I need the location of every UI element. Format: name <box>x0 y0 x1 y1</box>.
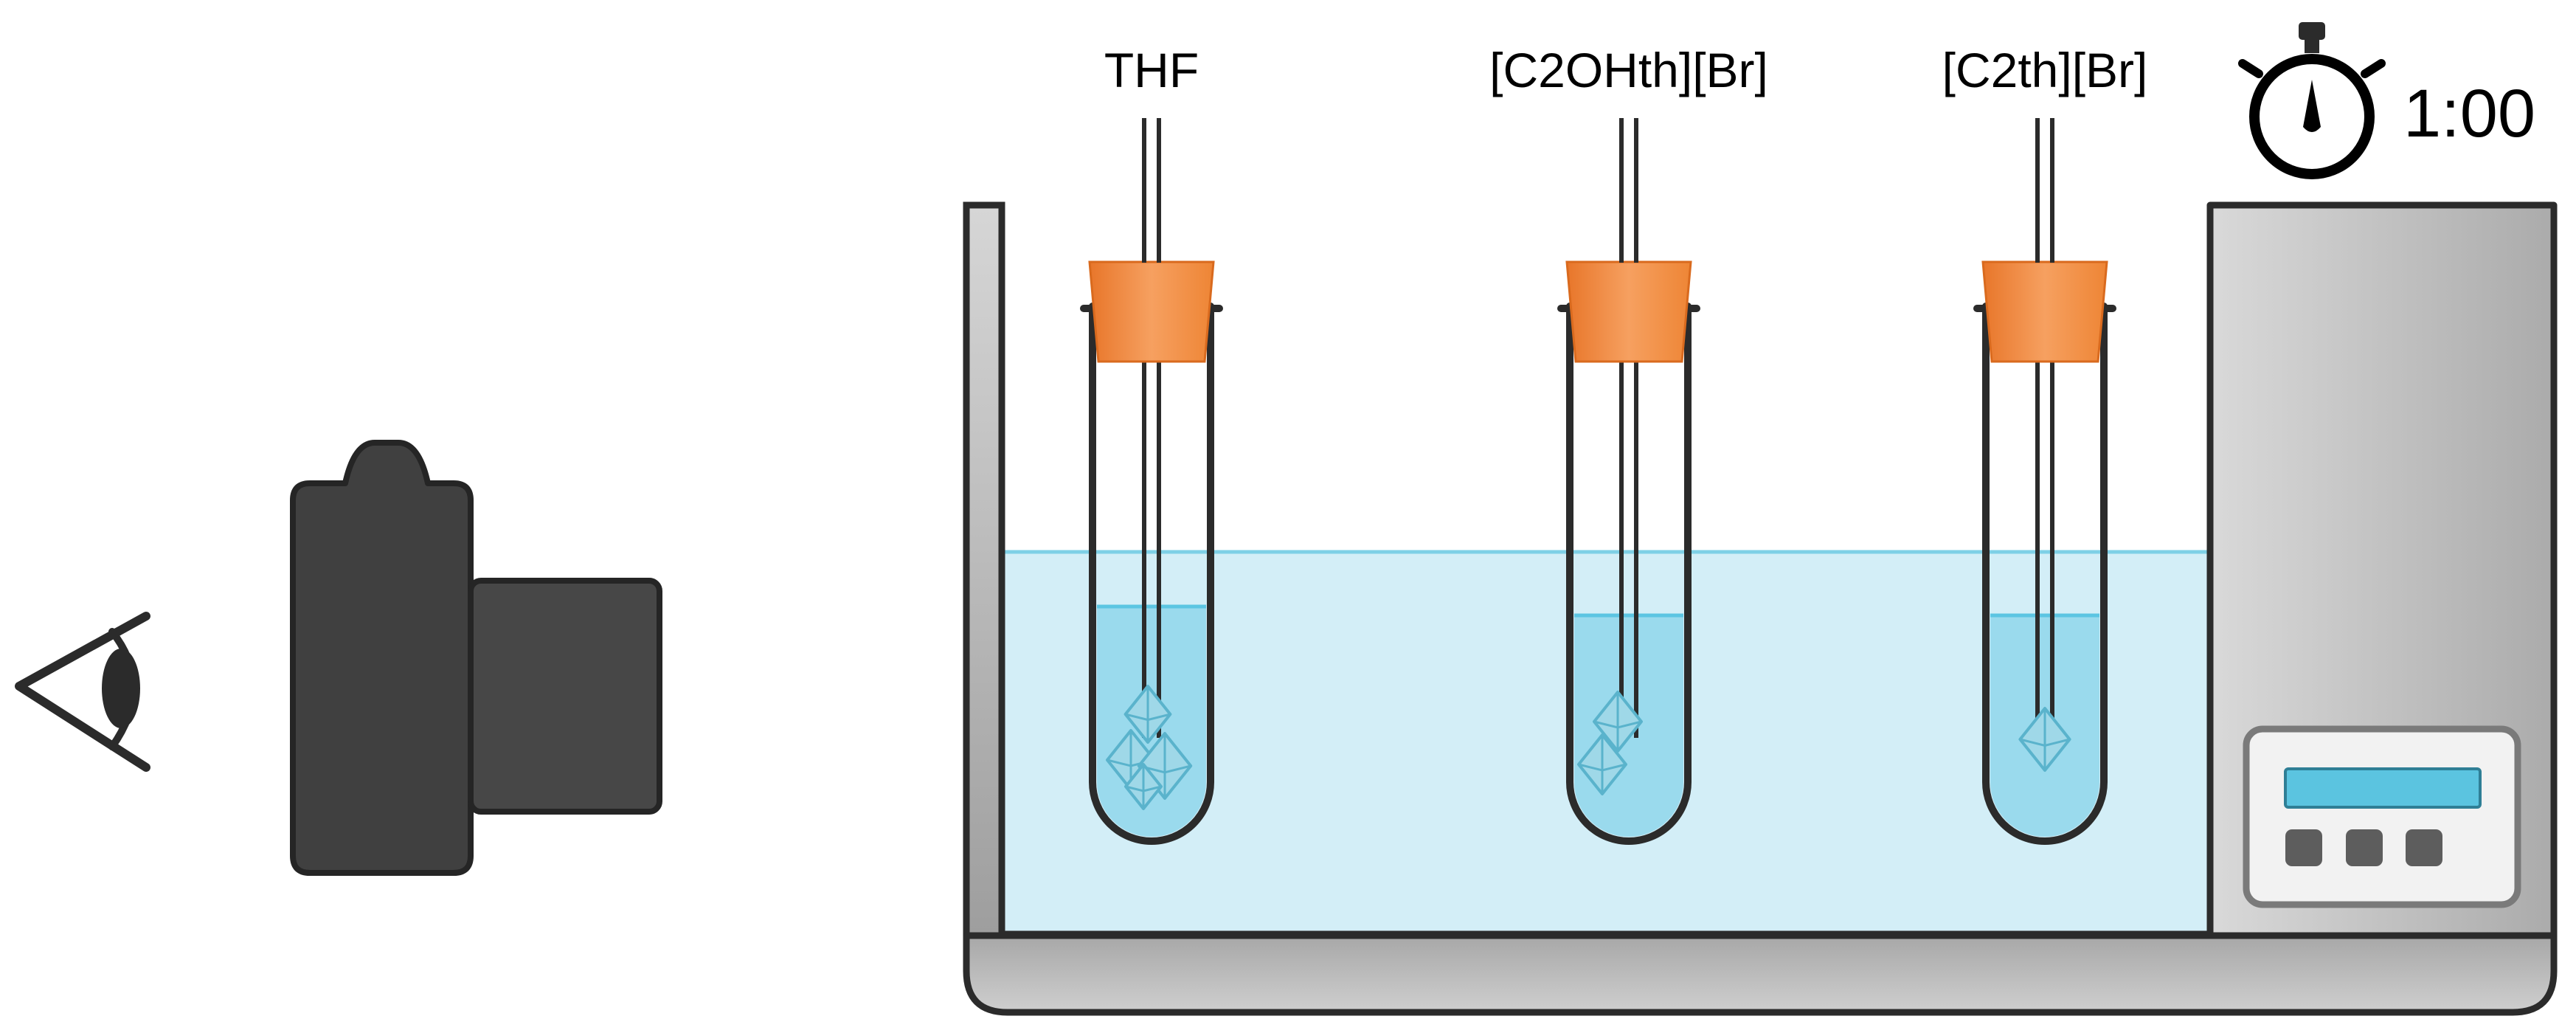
tube-label: [C2th][Br] <box>1942 43 2148 97</box>
tube-label: THF <box>1104 43 1199 97</box>
test-tube: [C2th][Br] <box>1942 43 2148 845</box>
tube-glass <box>1566 303 1692 845</box>
control-button-1 <box>2285 829 2322 866</box>
camera-icon <box>290 440 662 876</box>
stopwatch-icon <box>2238 22 2386 179</box>
eye-icon <box>15 612 150 772</box>
control-panel <box>2243 725 2521 908</box>
tube-label: [C2OHth][Br] <box>1489 43 1768 97</box>
test-tube: THF <box>1080 43 1223 845</box>
control-display <box>2284 767 2482 809</box>
control-button-3 <box>2406 829 2442 866</box>
tube-stopper <box>1981 260 2108 363</box>
control-button-2 <box>2346 829 2383 866</box>
tube-stopper <box>1565 260 1692 363</box>
timer-text: 1:00 <box>2403 76 2535 151</box>
tube-glass <box>1982 303 2108 845</box>
tube-glass <box>1089 303 1214 845</box>
test-tube: [C2OHth][Br] <box>1489 43 1768 845</box>
tube-stopper <box>1088 260 1215 363</box>
test-tubes: THF [C2OHth][Br] [C2th][Br] <box>1080 43 2148 845</box>
